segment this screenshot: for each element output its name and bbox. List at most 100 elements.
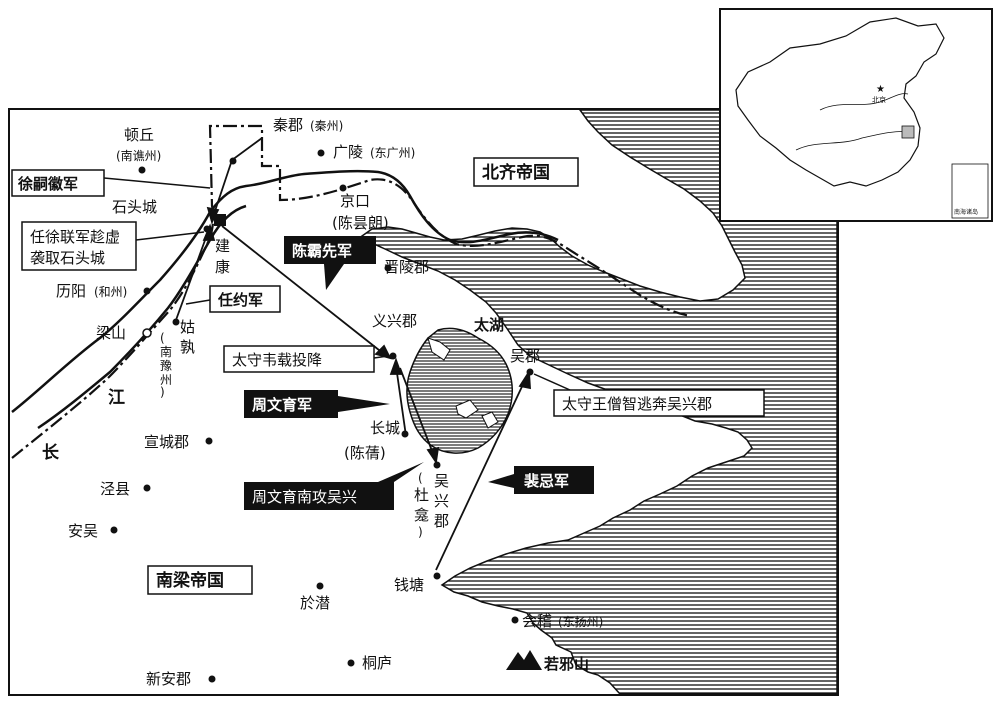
lake-island-2 — [481, 411, 499, 429]
place-guangling-sub: (东广州) — [370, 146, 415, 160]
arrow-zhou-south — [426, 446, 440, 465]
place-dunqiu: 顿丘 — [124, 126, 154, 144]
city-dot — [339, 184, 347, 192]
callout-zhou-attack-pointer — [378, 462, 424, 482]
place-gushu-sub-4: 州 — [160, 373, 172, 387]
city-dot — [205, 437, 213, 445]
yangtze-north-bank — [11, 169, 559, 413]
city-dot — [401, 430, 409, 438]
callout-chen-baxian-pointer — [324, 264, 344, 290]
callout-wei-zai-pointer — [373, 355, 389, 359]
place-wujun: 吴郡 — [510, 347, 540, 365]
city-markers — [110, 149, 534, 683]
route-zhou-south — [399, 367, 435, 457]
callout-ren-yue-box — [209, 285, 281, 313]
place-gushu-sub-5: ) — [160, 385, 165, 399]
place-jiankang-1: 建 — [215, 237, 230, 255]
route-chen-baxian — [221, 225, 385, 355]
place-liangshan: 梁山 — [96, 324, 126, 342]
place-changcheng-sub: (陈蒨) — [344, 444, 386, 462]
route-arrows — [175, 137, 531, 571]
place-guangling: 广陵 — [333, 143, 363, 161]
callout-xu-sihui-pointer — [103, 177, 211, 189]
liangshan-marker — [142, 328, 152, 338]
north-empire-box — [473, 157, 579, 187]
callout-ren-xu-line1: 任徐联军趁虚 — [30, 228, 120, 246]
place-gushu-2: 孰 — [180, 338, 195, 356]
callout-wang-sengzhi-pointer — [533, 373, 571, 391]
place-liyang-sub: (和州) — [94, 285, 127, 299]
callout-chen-baxian: 陈霸先军 — [292, 242, 352, 260]
route-ren-yue — [175, 231, 209, 321]
callout-zhou-wenyu-pointer — [338, 396, 390, 412]
city-dot — [110, 526, 118, 534]
inset-highlight — [901, 125, 915, 139]
place-wuxing-sub-2: 杜 — [414, 486, 429, 504]
callout-pei-ji-box — [514, 466, 594, 494]
place-wuxing-sub-1: ( — [418, 471, 423, 485]
callout-zhou-attack-box — [244, 482, 394, 510]
east-sea — [360, 109, 838, 695]
city-dot — [511, 616, 519, 624]
inset-island-label: 南海诸岛 — [954, 208, 978, 216]
place-wuxing-sub-3: 龛 — [414, 506, 429, 524]
city-dot — [138, 166, 146, 174]
city-dot — [384, 264, 392, 272]
callout-zhou-wenyu: 周文育军 — [252, 396, 312, 414]
callout-ren-yue-pointer — [185, 299, 211, 305]
place-yuqian: 於潜 — [300, 594, 330, 612]
inset-star-icon: ★ — [876, 84, 885, 95]
callout-xu-sihui-box — [11, 169, 105, 197]
mountain-label: 若邪山 — [543, 655, 589, 673]
place-jingkou-sub: (陈昙朗) — [332, 214, 389, 232]
place-shitoucheng: 石头城 — [112, 198, 157, 216]
north-empire-label: 北齐帝国 — [482, 162, 550, 183]
river-label-chang: 长 — [42, 442, 60, 463]
place-qinjun: 秦郡 — [273, 116, 303, 134]
callout-xu-sihui: 徐嗣徽军 — [17, 175, 78, 193]
callout-zhou-wenyu-box — [244, 390, 338, 418]
inset-capital-label: 北京 — [872, 95, 886, 104]
arrow-ren-yue — [202, 223, 216, 241]
inset-yellow-river — [819, 93, 909, 111]
lake-label: 太湖 — [474, 316, 504, 334]
place-qinjun-sub: (秦州) — [310, 119, 343, 133]
place-gushu-sub-3: 豫 — [160, 359, 172, 373]
place-huiji: 会稽 — [522, 612, 552, 630]
arrow-pei-ji — [518, 369, 531, 390]
place-gushu-sub-2: 南 — [160, 344, 172, 359]
inset-map: ★ 北京 南海诸岛 — [719, 8, 993, 222]
city-dot — [172, 318, 180, 326]
route-pei-ji — [435, 377, 527, 571]
callout-ren-xu-box — [21, 221, 137, 271]
place-wuxing-1: 吴 — [434, 472, 449, 490]
city-dot — [347, 659, 355, 667]
callout-wei-zai: 太守韦载投降 — [232, 351, 322, 369]
route-zhou-wenyu — [395, 365, 407, 437]
callout-zhou-attack: 周文育南攻吴兴 — [252, 488, 357, 506]
place-xuancheng: 宣城郡 — [144, 433, 189, 451]
place-liyang: 历阳 — [56, 282, 86, 300]
south-empire-box — [147, 565, 253, 595]
city-dot — [433, 572, 441, 580]
city-dot — [208, 675, 216, 683]
place-xinan: 新安郡 — [146, 670, 191, 688]
place-anwu: 安吴 — [68, 522, 98, 540]
place-huiji-sub: (东扬州) — [558, 614, 603, 629]
place-dunqiu-sub: (南谯州) — [116, 148, 161, 163]
place-gushu-1: 姑 — [180, 318, 195, 336]
city-dot — [203, 225, 211, 233]
callout-ren-yue: 任约军 — [217, 291, 263, 309]
city-dot — [526, 368, 534, 376]
place-wuxing-sub-4: ) — [418, 525, 423, 539]
place-yixing: 义兴郡 — [372, 312, 417, 330]
mountain-icon — [506, 650, 542, 670]
city-dot — [316, 582, 324, 590]
yangtze-south-bank — [37, 204, 247, 430]
lake-island-1 — [455, 399, 479, 419]
lake-island-3 — [427, 337, 451, 361]
place-jiankang-2: 康 — [215, 258, 230, 276]
callout-ren-xu-pointer — [135, 231, 205, 241]
place-changcheng: 长城 — [370, 419, 400, 437]
south-empire-label: 南梁帝国 — [156, 570, 224, 591]
